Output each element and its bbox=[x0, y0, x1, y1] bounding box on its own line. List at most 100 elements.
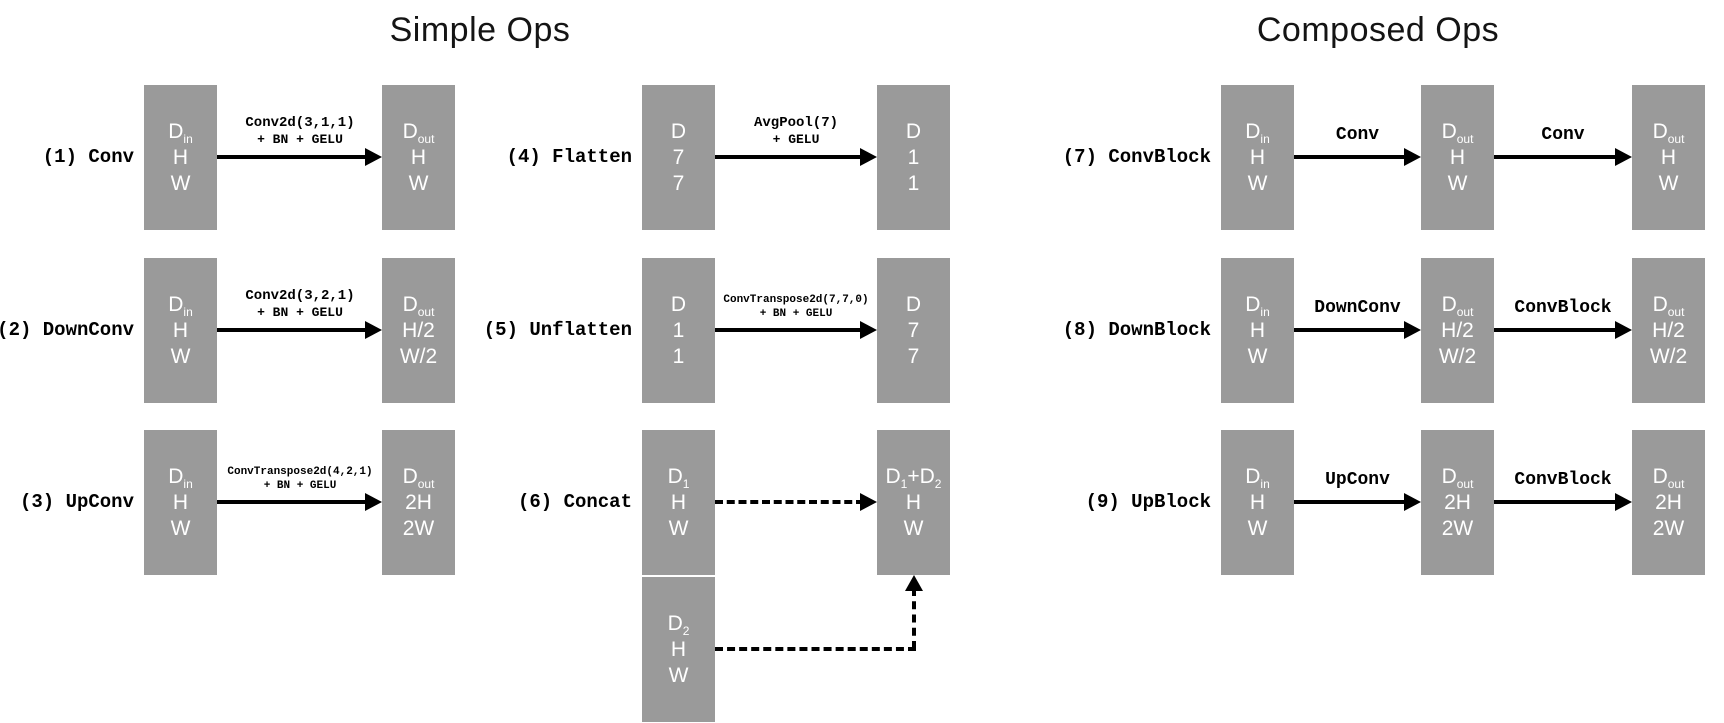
tensor-dims: W bbox=[170, 516, 191, 540]
op8-input-box: Din H W bbox=[1221, 258, 1294, 403]
op8-arrow2 bbox=[1494, 321, 1632, 339]
tensor-dims: 2W bbox=[1441, 516, 1474, 540]
tensor-dims: W bbox=[1658, 171, 1679, 195]
op5-input-box: D 1 1 bbox=[642, 258, 715, 403]
arrowhead-right-icon bbox=[365, 493, 382, 511]
arrow-shaft bbox=[217, 500, 369, 504]
tensor-dims: W/2 bbox=[1649, 344, 1688, 368]
arrow-shaft bbox=[217, 328, 369, 332]
op9-middle-box: Dout 2H 2W bbox=[1421, 430, 1494, 575]
tensor-dims: 7 bbox=[907, 318, 920, 342]
composed-ops-title: Composed Ops bbox=[1256, 11, 1500, 49]
tensor-dims: 1 bbox=[907, 171, 920, 195]
arrowhead-right-icon bbox=[860, 321, 877, 339]
tensor-dims: W bbox=[408, 171, 429, 195]
tensor-dims: Dout bbox=[1441, 119, 1474, 146]
tensor-dims: Din bbox=[1245, 119, 1270, 146]
tensor-dims: Dout bbox=[402, 292, 435, 319]
op2-label: (2) DownConv bbox=[0, 319, 134, 341]
op9-input-box: Din H W bbox=[1221, 430, 1294, 575]
tensor-dims: H/2 bbox=[1652, 318, 1685, 342]
op7-middle-box: Dout H W bbox=[1421, 85, 1494, 230]
arrow-shaft bbox=[1494, 500, 1619, 504]
op3-label: (3) UpConv bbox=[19, 491, 134, 513]
tensor-dims: W/2 bbox=[1438, 344, 1477, 368]
tensor-dims: Din bbox=[168, 292, 193, 319]
tensor-dims: Din bbox=[1245, 292, 1270, 319]
op8-arrow1 bbox=[1294, 321, 1421, 339]
op6-dashed-arrow bbox=[715, 493, 877, 511]
op2-arrow-label: Conv2d(3,2,1) + BN + GELU bbox=[245, 288, 355, 320]
tensor-dims: 7 bbox=[907, 344, 920, 368]
op3-arrow-label: ConvTranspose2d(4,2,1) + BN + GELU bbox=[227, 466, 373, 492]
tensor-dims: Din bbox=[1245, 464, 1270, 491]
tensor-dims: D1+D2 bbox=[885, 464, 942, 491]
tensor-dims: H bbox=[172, 145, 189, 169]
tensor-dims: W bbox=[170, 171, 191, 195]
op5-label: (5) Unflatten bbox=[483, 319, 632, 341]
op5-arrow-label: ConvTranspose2d(7,7,0) + BN + GELU bbox=[723, 294, 869, 320]
op7-arrow1 bbox=[1294, 148, 1421, 166]
op7-label: (7) ConvBlock bbox=[1062, 146, 1211, 168]
op9-arrow2-label: ConvBlock bbox=[1514, 470, 1612, 490]
tensor-dims: W bbox=[668, 516, 689, 540]
op8-output-box: Dout H/2 W/2 bbox=[1632, 258, 1705, 403]
op4-arrow bbox=[715, 148, 877, 166]
op3-output-box: Dout 2H 2W bbox=[382, 430, 455, 575]
arrow-shaft bbox=[1294, 328, 1408, 332]
op2-input-box: Din H W bbox=[144, 258, 217, 403]
arrowhead-right-icon bbox=[365, 321, 382, 339]
tensor-dims: 1 bbox=[907, 145, 920, 169]
tensor-dims: W bbox=[1247, 516, 1268, 540]
tensor-dims: H/2 bbox=[402, 318, 435, 342]
op7-output-box: Dout H W bbox=[1632, 85, 1705, 230]
tensor-dims: H bbox=[410, 145, 427, 169]
op9-label: (9) UpBlock bbox=[1085, 491, 1211, 513]
tensor-dims: H bbox=[670, 490, 687, 514]
tensor-dims: Din bbox=[168, 119, 193, 146]
tensor-dims: D bbox=[905, 292, 922, 316]
op8-middle-box: Dout H/2 W/2 bbox=[1421, 258, 1494, 403]
arrowhead-up-icon bbox=[905, 575, 923, 591]
op8-label: (8) DownBlock bbox=[1062, 319, 1211, 341]
op4-arrow-label: AvgPool(7) + GELU bbox=[753, 115, 838, 147]
simple-ops-title: Simple Ops bbox=[389, 11, 571, 49]
dashed-arrow-shaft bbox=[912, 588, 916, 649]
tensor-dims: D bbox=[670, 119, 687, 143]
op6-output-box: D1+D2 H W bbox=[877, 430, 950, 575]
arrow-shaft bbox=[715, 328, 864, 332]
tensor-dims: H/2 bbox=[1441, 318, 1474, 342]
arrow-shaft bbox=[217, 155, 369, 159]
tensor-dims: H bbox=[1249, 318, 1266, 342]
op7-input-box: Din H W bbox=[1221, 85, 1294, 230]
arrow-shaft bbox=[1294, 500, 1408, 504]
tensor-dims: W/2 bbox=[399, 344, 438, 368]
arrow-shaft bbox=[1494, 155, 1619, 159]
op2-output-box: Dout H/2 W/2 bbox=[382, 258, 455, 403]
op6-dashed-up-arrow bbox=[905, 575, 923, 649]
arrowhead-right-icon bbox=[1615, 148, 1632, 166]
op1-output-box: Dout H W bbox=[382, 85, 455, 230]
tensor-dims: D bbox=[905, 119, 922, 143]
tensor-dims: W bbox=[1247, 344, 1268, 368]
tensor-dims: Dout bbox=[402, 464, 435, 491]
tensor-dims: Dout bbox=[1652, 464, 1685, 491]
tensor-dims: Dout bbox=[1652, 119, 1685, 146]
op7-arrow2 bbox=[1494, 148, 1632, 166]
tensor-dims: H bbox=[1449, 145, 1466, 169]
op1-label: (1) Conv bbox=[42, 146, 134, 168]
tensor-dims: H bbox=[172, 318, 189, 342]
tensor-dims: 1 bbox=[672, 344, 685, 368]
op2-arrow bbox=[217, 321, 382, 339]
op6-dashed-line bbox=[715, 647, 916, 651]
arrowhead-right-icon bbox=[1615, 321, 1632, 339]
tensor-dims: H bbox=[905, 490, 922, 514]
op4-output-box: D 1 1 bbox=[877, 85, 950, 230]
op1-arrow-label: Conv2d(3,1,1) + BN + GELU bbox=[245, 115, 355, 147]
tensor-dims: Dout bbox=[1652, 292, 1685, 319]
arrowhead-right-icon bbox=[1404, 493, 1421, 511]
tensor-dims: W bbox=[668, 663, 689, 687]
tensor-dims: D1 bbox=[667, 464, 690, 491]
op7-arrow1-label: Conv bbox=[1335, 125, 1380, 145]
